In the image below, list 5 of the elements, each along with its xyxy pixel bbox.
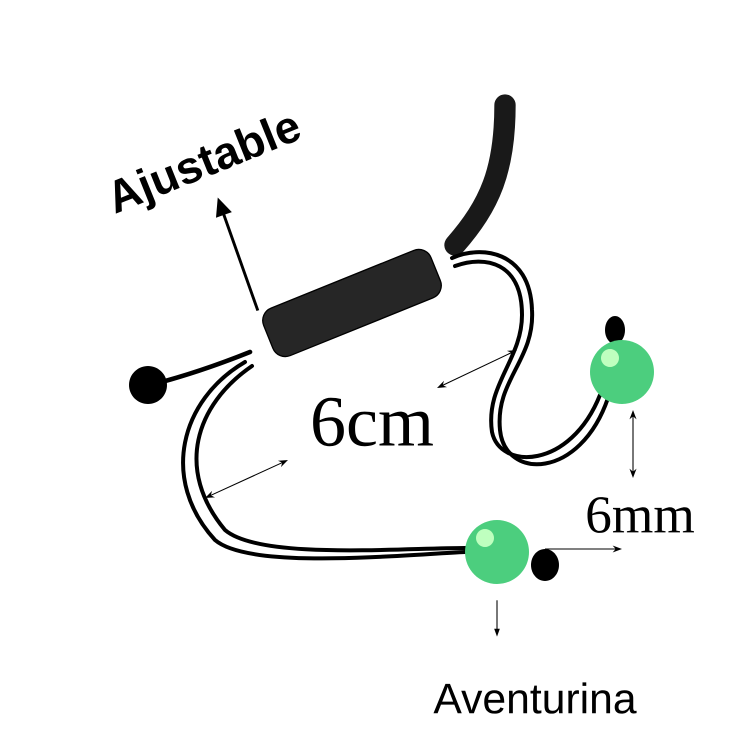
dimension-label: 6cm [313, 398, 433, 446]
bead [465, 520, 529, 584]
cord-knot [262, 248, 442, 358]
part-label: Aventurina [433, 682, 637, 714]
dimension-label: 6mm [587, 497, 694, 533]
